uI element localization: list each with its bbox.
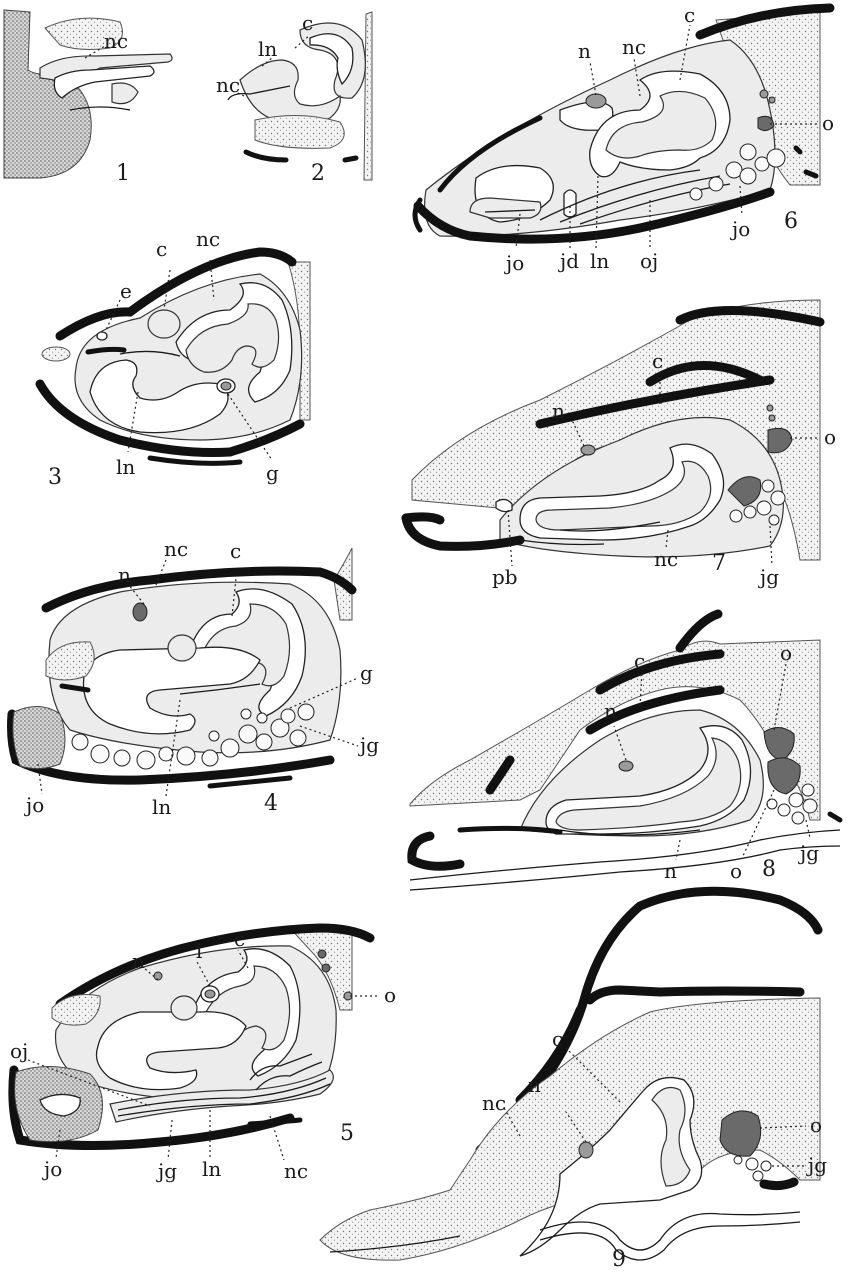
fig8-label-o-top: o bbox=[780, 641, 792, 665]
fig2-number: 2 bbox=[311, 161, 325, 186]
fig6-number: 6 bbox=[784, 209, 798, 234]
fig7-label-jg: jg bbox=[758, 565, 779, 589]
figure-3: c nc e ln g 3 bbox=[40, 227, 310, 490]
fig9-label-nc: nc bbox=[482, 1091, 506, 1115]
fig2-label-ln: ln bbox=[258, 37, 277, 61]
figure-6: n nc c o jo jd ln oj jo 6 bbox=[415, 3, 834, 275]
fig6-label-jo-right: jo bbox=[730, 217, 750, 241]
fig3-label-e: e bbox=[120, 279, 132, 303]
fig8-label-o-bottom: o bbox=[730, 859, 742, 883]
fig3-number: 3 bbox=[48, 465, 62, 490]
fig7-label-c: c bbox=[652, 349, 663, 373]
fig5-label-o: o bbox=[384, 983, 396, 1007]
fig9-label-o: o bbox=[810, 1113, 822, 1137]
fig3-label-ln: ln bbox=[116, 455, 135, 479]
fig2-label-c: c bbox=[302, 11, 313, 35]
fig4-label-g: g bbox=[360, 661, 373, 685]
fig3-label-c: c bbox=[156, 237, 167, 261]
fig8-label-n-top: n bbox=[604, 699, 617, 723]
fig7-label-pb: pb bbox=[492, 565, 518, 589]
fig8-number: 8 bbox=[762, 857, 776, 882]
fig5-label-ln: ln bbox=[202, 1157, 221, 1181]
figure-7: c n o pb nc jg 7 bbox=[406, 300, 836, 589]
fig8-label-n-bottom: n bbox=[664, 859, 677, 883]
fig6-label-nc: nc bbox=[622, 35, 646, 59]
fig3-label-g: g bbox=[266, 461, 279, 485]
fig5-label-oj: oj bbox=[10, 1039, 28, 1063]
fig5-label-jg: jg bbox=[156, 1159, 177, 1183]
fig4-label-ln: ln bbox=[152, 795, 171, 819]
fig7-label-o: o bbox=[824, 425, 836, 449]
figure-2: c ln nc 2 bbox=[216, 11, 372, 186]
fig5-label-nc: nc bbox=[284, 1159, 308, 1183]
fig6-label-o: o bbox=[822, 111, 834, 135]
fig7-label-nc: nc bbox=[654, 547, 678, 571]
fig9-label-c: c bbox=[552, 1027, 563, 1051]
figure-9: c n nc o jg 9 bbox=[320, 891, 827, 1272]
fig6-label-oj: oj bbox=[640, 249, 658, 273]
fig1-label-nc: nc bbox=[104, 29, 128, 53]
fig4-number: 4 bbox=[264, 791, 278, 816]
fig5-label-c: c bbox=[234, 927, 245, 951]
fig2-label-nc: nc bbox=[216, 73, 240, 97]
fig1-number: 1 bbox=[116, 161, 130, 186]
fig5-label-jo: jo bbox=[42, 1157, 62, 1181]
fig4-label-nc: nc bbox=[164, 537, 188, 561]
fig8-label-jg: jg bbox=[798, 841, 819, 865]
fig6-label-jo-left: jo bbox=[504, 251, 524, 275]
fig4-label-c: c bbox=[230, 539, 241, 563]
fig5-number: 5 bbox=[340, 1121, 354, 1146]
figure-4: nc c n g jg jo ln 4 bbox=[12, 537, 380, 819]
figure-8: c n o n o jg 8 bbox=[410, 614, 840, 890]
fig9-label-n: n bbox=[528, 1073, 541, 1097]
figure-1: nc 1 bbox=[4, 10, 172, 186]
fig6-label-n: n bbox=[578, 39, 591, 63]
fig9-label-jg: jg bbox=[806, 1153, 827, 1177]
fig8-label-c: c bbox=[634, 649, 645, 673]
fig3-label-nc: nc bbox=[196, 227, 220, 251]
fig4-label-jg: jg bbox=[358, 733, 379, 757]
fig4-label-n: n bbox=[118, 563, 131, 587]
fig5-label-n: n bbox=[132, 949, 145, 973]
fig6-label-c: c bbox=[684, 3, 695, 27]
fig6-label-jd: jd bbox=[558, 249, 579, 273]
figure-5: l c n o oj jo jg ln nc 5 bbox=[10, 925, 396, 1183]
fig4-label-jo: jo bbox=[24, 793, 44, 817]
fig5-label-l: l bbox=[196, 939, 202, 963]
fig7-label-n: n bbox=[552, 399, 565, 423]
fig7-number: 7 bbox=[712, 551, 726, 576]
fig9-number: 9 bbox=[612, 1247, 626, 1272]
fig9-gland-cluster bbox=[734, 1156, 771, 1181]
fig6-label-ln: ln bbox=[590, 249, 609, 273]
